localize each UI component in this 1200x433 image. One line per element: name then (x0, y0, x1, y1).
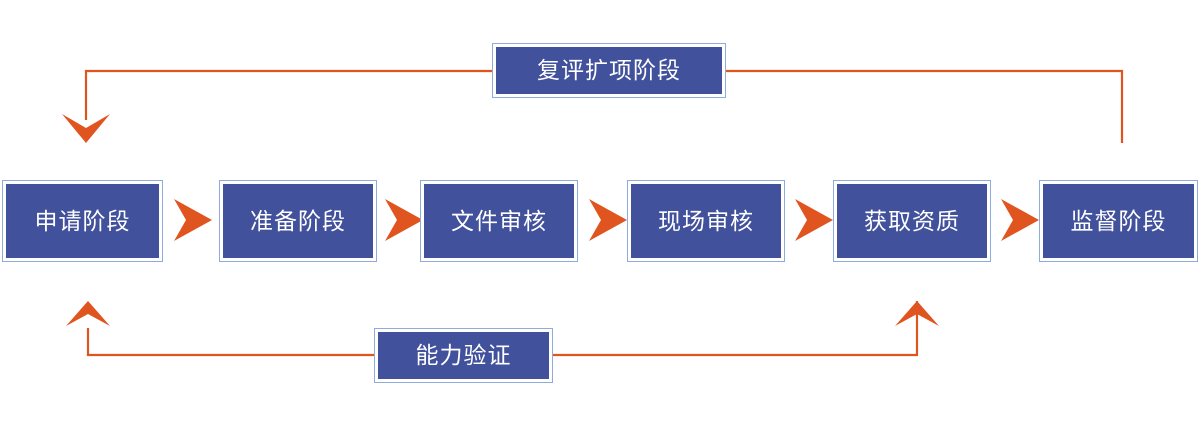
process-box-preparation[interactable]: 准备阶段 (219, 180, 377, 262)
arrow-up-icon (895, 301, 939, 326)
process-box-label: 现场审核 (658, 207, 754, 234)
process-box-label: 获取资质 (864, 207, 960, 234)
arrow-down-icon (62, 114, 110, 143)
branch-box-reassessment[interactable]: 复评扩项阶段 (492, 43, 726, 98)
process-box-label: 申请阶段 (34, 207, 131, 234)
process-box-fill: 申请阶段 (6, 184, 159, 258)
chevron-right-icon (795, 199, 833, 241)
branch-box-label: 能力验证 (415, 342, 512, 368)
process-box-fill: 监督阶段 (1043, 184, 1194, 258)
process-box-fill: 文件审核 (424, 184, 574, 258)
process-box-application[interactable]: 申请阶段 (2, 180, 163, 262)
process-box-obtain-qualification[interactable]: 获取资质 (833, 180, 991, 262)
branch-box-label: 复评扩项阶段 (537, 57, 681, 83)
process-box-document-review[interactable]: 文件审核 (420, 180, 578, 262)
process-box-label: 文件审核 (451, 207, 547, 234)
chevron-right-icon (1001, 199, 1039, 241)
chevron-right-icon (174, 199, 212, 241)
stage-chevrons (174, 199, 1039, 241)
process-box-fill: 获取资质 (837, 184, 987, 258)
process-box-label: 监督阶段 (1070, 207, 1167, 234)
process-box-fill: 准备阶段 (223, 184, 373, 258)
process-box-supervision[interactable]: 监督阶段 (1039, 180, 1198, 262)
process-box-onsite-audit[interactable]: 现场审核 (627, 180, 785, 262)
chevron-right-icon (589, 199, 627, 241)
chevron-right-icon (385, 199, 423, 241)
arrow-up-icon (66, 301, 110, 326)
branch-box-fill: 能力验证 (378, 332, 549, 379)
process-box-fill: 现场审核 (631, 184, 781, 258)
branch-box-fill: 复评扩项阶段 (496, 47, 722, 94)
process-box-label: 准备阶段 (250, 207, 346, 234)
branch-box-proficiency-testing[interactable]: 能力验证 (374, 328, 553, 383)
